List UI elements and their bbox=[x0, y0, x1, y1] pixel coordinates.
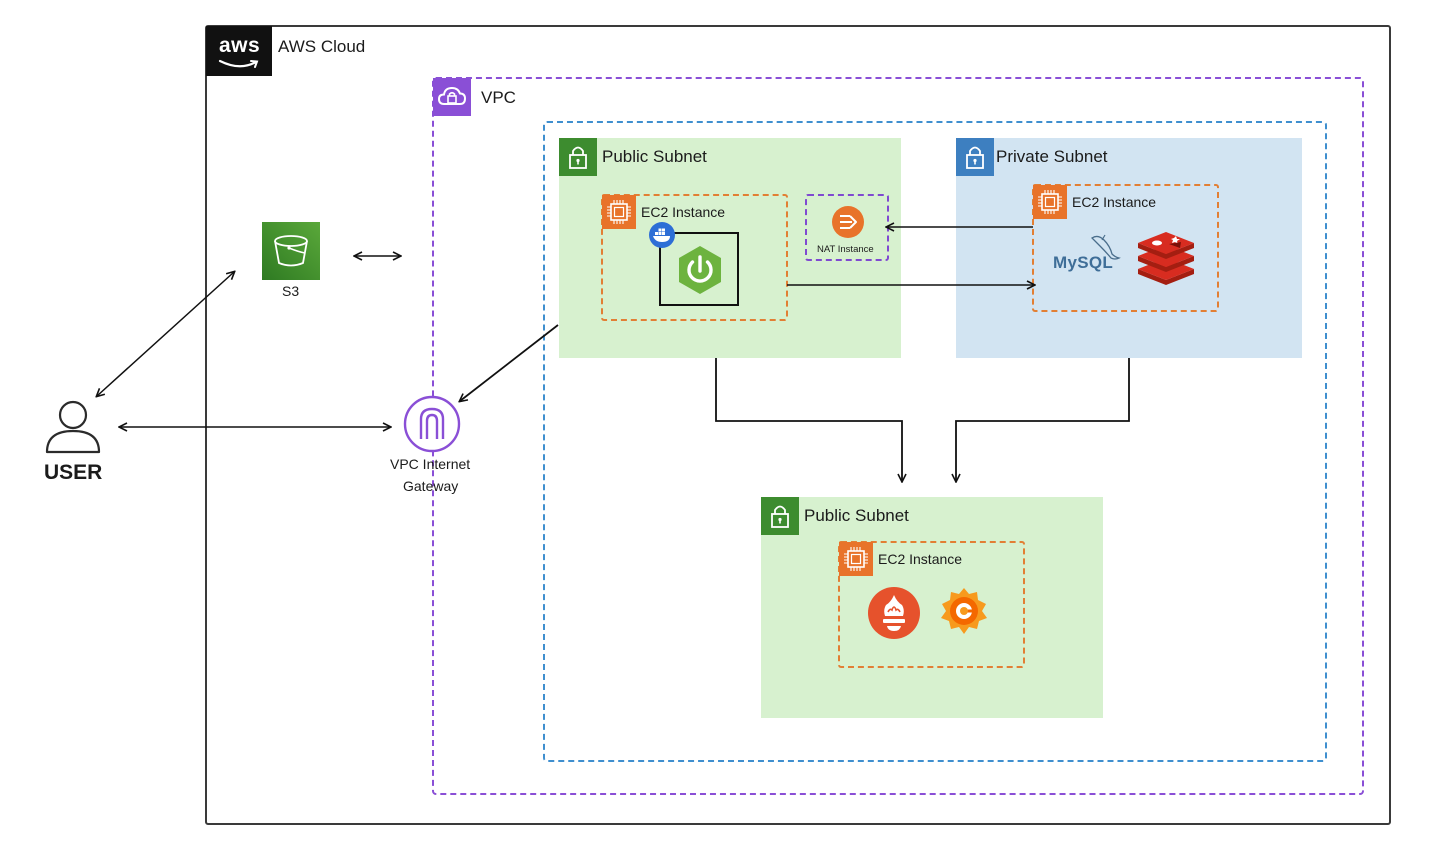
ec2-instance-monitoring: EC2 Instance bbox=[838, 541, 1025, 668]
public-subnet-badge bbox=[559, 138, 597, 176]
vpc-badge bbox=[433, 78, 471, 116]
user-icon bbox=[45, 400, 101, 454]
ec2-instance-title: EC2 Instance bbox=[878, 551, 963, 567]
public-subnet-badge bbox=[761, 497, 799, 535]
availability-zone-group bbox=[543, 121, 1327, 762]
ec2-badge bbox=[1033, 185, 1067, 219]
s3-bucket-icon bbox=[262, 222, 320, 280]
aws-cloud-title: AWS Cloud bbox=[278, 37, 366, 56]
public-subnet-top: Public Subnet bbox=[559, 138, 901, 358]
igw-label-line1: VPC Internet bbox=[390, 456, 471, 472]
nat-instance: NAT Instance bbox=[805, 194, 889, 261]
vpc-icon bbox=[437, 86, 467, 105]
public-subnet-bottom: Public Subnet bbox=[761, 497, 1103, 718]
vpc-title: VPC bbox=[481, 88, 516, 107]
docker-icon bbox=[649, 222, 675, 248]
ec2-instance-title: EC2 Instance bbox=[641, 204, 726, 220]
ec2-chip-icon bbox=[607, 200, 631, 224]
ec2-instance-title: EC2 Instance bbox=[1072, 194, 1157, 210]
ec2-instance-db: EC2 Instance bbox=[1032, 184, 1219, 312]
private-subnet-title: Private Subnet bbox=[996, 147, 1108, 166]
user-label: USER bbox=[44, 461, 103, 484]
nat-icon bbox=[832, 206, 864, 238]
prometheus-icon bbox=[868, 587, 920, 639]
ec2-chip-icon bbox=[844, 547, 868, 571]
spring-power-icon bbox=[679, 246, 721, 294]
igw-label-line2: Gateway bbox=[403, 478, 459, 494]
s3-label: S3 bbox=[282, 283, 300, 299]
public-subnet-title: Public Subnet bbox=[804, 506, 909, 525]
nat-label: NAT Instance bbox=[817, 244, 874, 255]
mysql-label: MySQL bbox=[1053, 253, 1114, 272]
lock-icon bbox=[771, 505, 789, 528]
subnet-igw-arrow bbox=[460, 324, 559, 401]
lock-icon bbox=[966, 146, 984, 169]
db-monitor-arrow bbox=[956, 358, 1130, 481]
internet-gateway-icon bbox=[403, 395, 461, 453]
ec2-chip-icon bbox=[1038, 190, 1062, 214]
redis-icon bbox=[1138, 232, 1194, 285]
user-s3-arrow bbox=[97, 272, 234, 396]
ec2-badge bbox=[602, 195, 636, 229]
aws-logo: aws bbox=[206, 26, 272, 76]
mysql-dolphin-icon bbox=[1090, 234, 1121, 260]
app-monitor-arrow bbox=[715, 358, 902, 481]
spring-container-frame bbox=[659, 232, 739, 306]
private-subnet: Private Subnet bbox=[956, 138, 1302, 358]
grafana-icon bbox=[941, 588, 987, 634]
ec2-badge bbox=[839, 542, 873, 576]
lock-icon bbox=[569, 146, 587, 169]
ec2-instance-app: EC2 Instance bbox=[601, 194, 788, 321]
aws-logo-text: aws bbox=[219, 34, 261, 57]
public-subnet-title: Public Subnet bbox=[602, 147, 707, 166]
aws-smile-icon bbox=[218, 59, 259, 68]
private-subnet-badge bbox=[956, 138, 994, 176]
